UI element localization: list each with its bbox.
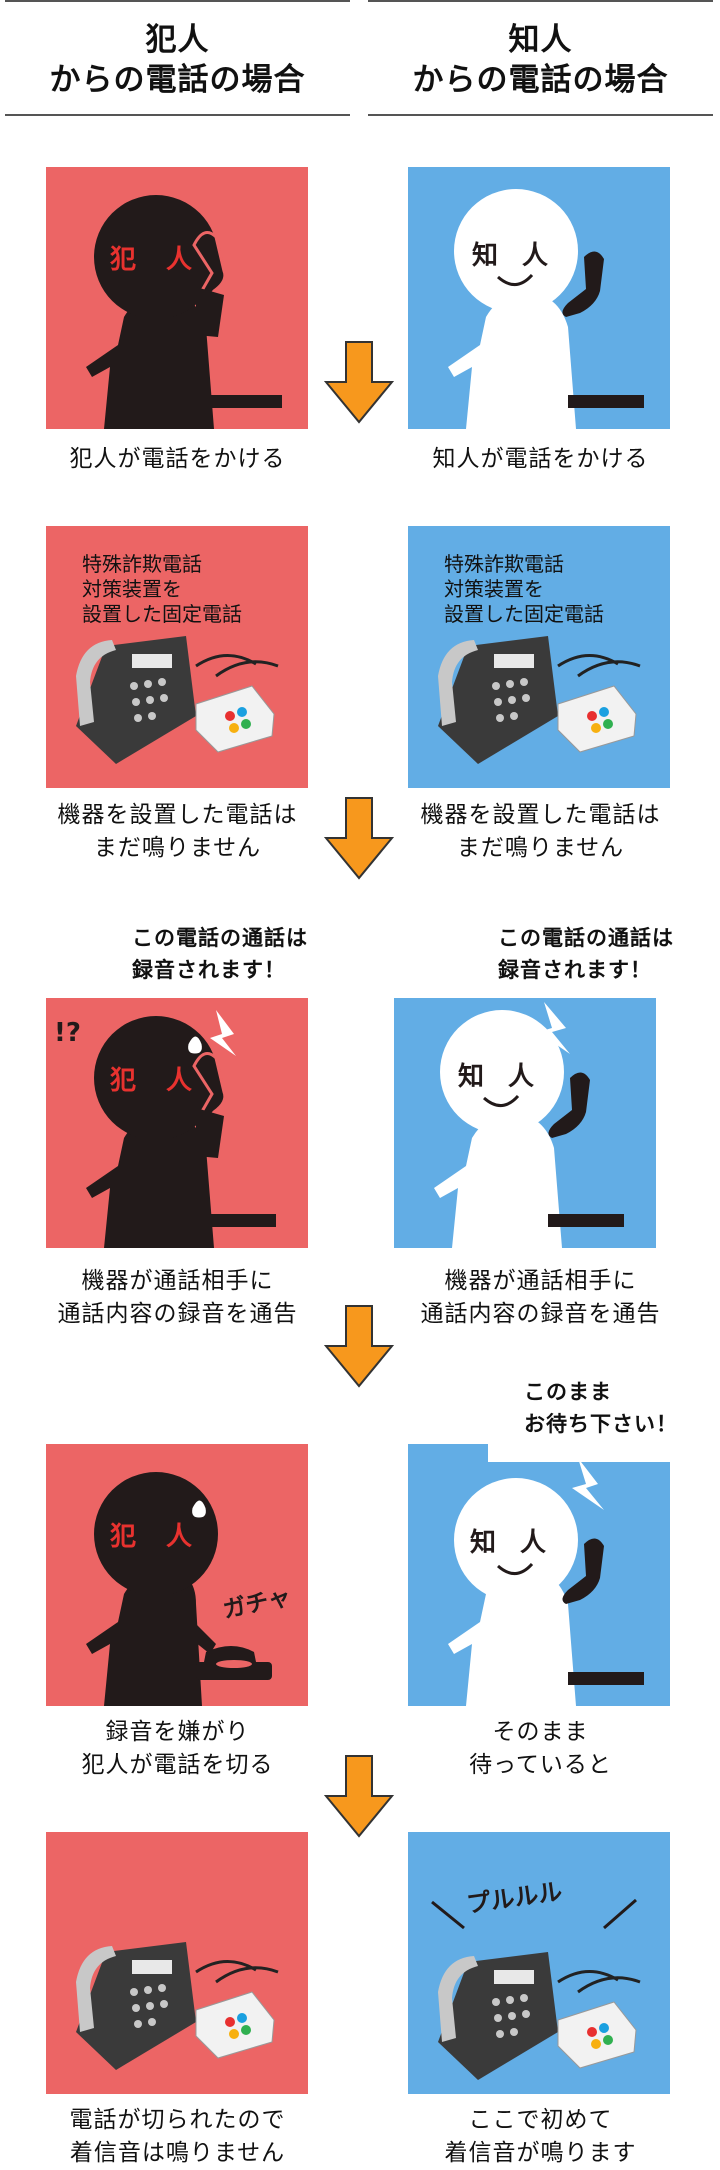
acquaintance-listening-figure [394, 988, 656, 1248]
panel-criminal-hangs-up: ガチャ 犯人 [46, 1444, 308, 1706]
surprise-mark: !? [54, 1018, 81, 1048]
bubble-line: お待ち下さい！ [524, 1411, 678, 1436]
caption-row2-right: 機器を設置した電話は まだ鳴りません [368, 799, 713, 865]
face-char-2: 人 [508, 1062, 535, 1092]
face-char-1: 知 [470, 1528, 497, 1558]
device-label-line: 設置した固定電話 [444, 602, 604, 626]
caption-line: まだ鳴りません [456, 835, 625, 861]
right-header-line1: 知人 [508, 22, 573, 58]
caption-line: 待っていると [469, 1752, 612, 1778]
caption-row3-right: 機器が通話相手に 通話内容の録音を通告 [368, 1265, 713, 1331]
bubble-line: この電話の通話は [498, 925, 674, 950]
caption-row1-right: 知人が電話をかける [368, 443, 713, 476]
phone-with-device-icon [76, 636, 279, 764]
left-column-header: 犯人 からの電話の場合 [5, 0, 350, 116]
caption-line: 着信音は鳴りません [69, 2140, 286, 2166]
right-column-header: 知人 からの電話の場合 [368, 0, 713, 116]
acquaintance-waiting-figure [448, 1444, 670, 1706]
panel-acquaintance-notified: 知人 [394, 988, 656, 1248]
right-header-line2: からの電話の場合 [412, 62, 669, 98]
panel-criminal-device: 特殊詐欺電話 対策装置を 設置した固定電話 [46, 526, 308, 788]
caption-line: まだ鳴りません [93, 835, 262, 861]
device-label-line: 対策装置を [82, 577, 182, 601]
face-char-2: 人 [520, 1528, 547, 1558]
face-char-1: 犯 [110, 1522, 137, 1552]
acquaintance-calling-figure [448, 189, 644, 429]
acquaintance-face-label: 知人 [472, 235, 548, 272]
face-char-2: 人 [166, 245, 193, 275]
bubble-line: 録音されます！ [498, 957, 652, 982]
panel-criminal-notified: !? 犯人 [46, 988, 308, 1248]
ringing-phone-icon [431, 1898, 641, 2080]
arrow-down-2 [324, 797, 394, 880]
arrow-down-3 [324, 1305, 394, 1388]
caption-row5-right: ここで初めて 着信音が鳴ります [368, 2104, 713, 2170]
bubble-line: この電話の通話は [132, 925, 308, 950]
caption-line: そのまま [492, 1719, 589, 1745]
caption-line: 機器が通話相手に [81, 1268, 274, 1294]
left-header-line2: からの電話の場合 [49, 62, 306, 98]
face-char-2: 人 [522, 241, 549, 271]
face-char-1: 犯 [110, 1066, 137, 1096]
criminal-face-label: 犯人 [110, 1516, 192, 1553]
panel-acquaintance-waits: 知人 [408, 1444, 670, 1706]
caption-row5-left: 電話が切られたので 着信音は鳴りません [5, 2104, 350, 2170]
device-label-line: 特殊詐欺電話 [82, 552, 202, 576]
criminal-face-label: 犯人 [110, 1060, 192, 1097]
bubble-record-notice-left: この電話の通話は 録音されます！ [132, 922, 308, 986]
panel-acquaintance-ringing-phone: プルルル [408, 1832, 670, 2094]
arrow-down-4 [324, 1755, 394, 1838]
acquaintance-face-label: 知人 [458, 1056, 534, 1093]
caption-row4-right: そのまま 待っていると [368, 1716, 713, 1782]
caption-line: 通話内容の録音を通告 [420, 1301, 661, 1327]
device-label-line: 対策装置を [444, 577, 544, 601]
caption-row3-left: 機器が通話相手に 通話内容の録音を通告 [5, 1265, 350, 1331]
caption-line: 録音を嫌がり [105, 1719, 250, 1745]
face-char-1: 知 [458, 1062, 485, 1092]
acquaintance-face-label: 知人 [470, 1522, 546, 1559]
panel-criminal-calls: 犯人 [46, 167, 308, 429]
panel-criminal-silent-phone [46, 1832, 308, 2094]
face-char-1: 知 [472, 241, 499, 271]
caption-line: 犯人が電話をかける [69, 446, 286, 472]
caption-line: 知人が電話をかける [432, 446, 649, 472]
caption-row1-left: 犯人が電話をかける [5, 443, 350, 476]
face-char-2: 人 [166, 1066, 193, 1096]
caption-row2-left: 機器を設置した電話は まだ鳴りません [5, 799, 350, 865]
caption-line: 通話内容の録音を通告 [57, 1301, 298, 1327]
criminal-surprised-figure [46, 988, 308, 1248]
caption-line: 機器を設置した電話は [420, 802, 661, 828]
bubble-line: このまま [524, 1379, 612, 1404]
caption-line: ここで初めて [468, 2107, 613, 2133]
criminal-hangup-figure [86, 1472, 272, 1706]
bubble-please-wait: このまま お待ち下さい！ [524, 1376, 678, 1440]
arrow-down-1 [324, 341, 394, 424]
caption-line: 電話が切られたので [69, 2107, 286, 2133]
device-label-line: 設置した固定電話 [82, 602, 242, 626]
device-label: 特殊詐欺電話 対策装置を 設置した固定電話 [444, 552, 604, 627]
criminal-face-label: 犯人 [110, 239, 192, 276]
face-char-2: 人 [166, 1522, 193, 1552]
criminal-calling-figure [86, 195, 282, 429]
caption-line: 着信音が鳴ります [444, 2140, 637, 2166]
device-label: 特殊詐欺電話 対策装置を 設置した固定電話 [82, 552, 242, 627]
panel-acquaintance-device: 特殊詐欺電話 対策装置を 設置した固定電話 [408, 526, 670, 788]
device-label-line: 特殊詐欺電話 [444, 552, 564, 576]
caption-line: 機器を設置した電話は [57, 802, 298, 828]
phone-with-device-icon [438, 636, 641, 764]
caption-row4-left: 録音を嫌がり 犯人が電話を切る [5, 1716, 350, 1782]
bubble-record-notice-right: この電話の通話は 録音されます！ [498, 922, 674, 986]
panel-acquaintance-calls: 知人 [408, 167, 670, 429]
bubble-line: 録音されます！ [132, 957, 286, 982]
face-char-1: 犯 [110, 245, 137, 275]
phone-with-device-icon [76, 1942, 279, 2070]
caption-line: 犯人が電話を切る [81, 1752, 274, 1778]
left-header-line1: 犯人 [145, 22, 210, 58]
caption-line: 機器が通話相手に [444, 1268, 637, 1294]
